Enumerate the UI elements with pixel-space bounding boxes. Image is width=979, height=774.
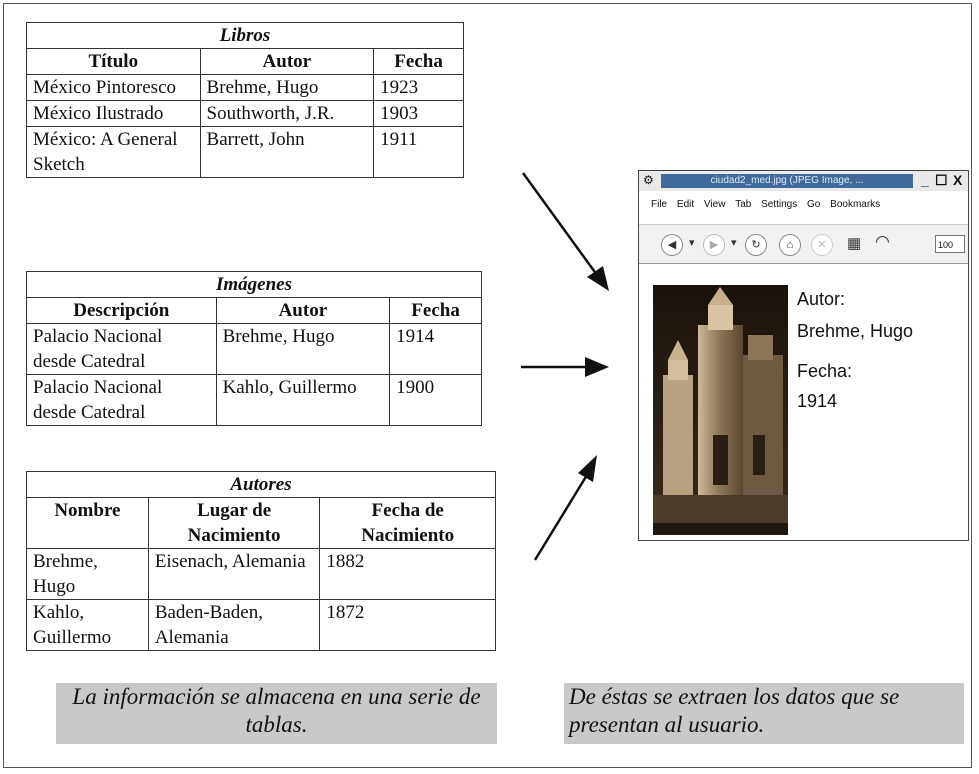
table-title: Autores — [26, 471, 496, 498]
forward-dropdown-icon[interactable]: ▾ — [731, 237, 737, 249]
table-imagenes: Imágenes Descripción Autor Fecha Palacio… — [26, 271, 482, 426]
menu-bar: File Edit View Tab Settings Go Bookmarks — [639, 195, 968, 215]
caption-left: La información se almacena en una serie … — [56, 683, 497, 744]
table-cell: Palacio Nacional desde Catedral — [26, 374, 217, 426]
table-row: México Pintoresco Brehme, Hugo 1923 — [26, 74, 464, 101]
zoom-tool-icon[interactable]: ◠ — [875, 232, 890, 251]
back-dropdown-icon[interactable]: ▾ — [689, 237, 695, 249]
table-cell: Brehme, Hugo — [199, 74, 375, 101]
toolbar: ◀ ▾ ▶ ▾ ↻ ⌂ ✕ ▦ ◠ 100 — [639, 224, 968, 264]
column-header: Descripción — [26, 297, 217, 324]
menu-edit[interactable]: Edit — [676, 199, 695, 210]
column-header: Fecha — [389, 297, 482, 324]
column-header: Nombre — [26, 497, 149, 549]
table-row: Palacio Nacional desde Catedral Brehme, … — [26, 323, 482, 375]
table-cell: Palacio Nacional desde Catedral — [26, 323, 217, 375]
maximize-icon[interactable]: ☐ — [935, 172, 948, 188]
browser-window: ⚙ ciudad2_med.jpg (JPEG Image, ... _ ☐ X… — [638, 170, 969, 541]
cathedral-photo — [653, 285, 788, 535]
table-cell: Brehme, Hugo — [215, 323, 391, 375]
back-icon[interactable]: ◀ — [661, 234, 683, 256]
table-row: México: A General Sketch Barrett, John 1… — [26, 126, 464, 178]
table-row: Brehme, Hugo Eisenach, Alemania 1882 — [26, 548, 496, 600]
caption-right: De éstas se extraen los datos que se pre… — [564, 683, 964, 744]
author-label: Autor: — [797, 289, 846, 309]
home-icon[interactable]: ⌂ — [779, 234, 801, 256]
column-header: Autor — [199, 48, 375, 75]
minimize-icon[interactable]: _ — [921, 172, 929, 188]
table-cell: Barrett, John — [199, 126, 375, 178]
menu-settings[interactable]: Settings — [761, 199, 798, 210]
date-value: 1914 — [797, 391, 838, 411]
table-cell: 1872 — [319, 599, 496, 651]
table-cell: México Pintoresco — [26, 74, 201, 101]
forward-icon[interactable]: ▶ — [703, 234, 725, 256]
table-cell: 1914 — [389, 323, 482, 375]
print-icon[interactable]: ▦ — [847, 235, 862, 252]
window-titlebar: ⚙ ciudad2_med.jpg (JPEG Image, ... _ ☐ X — [639, 171, 968, 191]
table-cell: 1882 — [319, 548, 496, 600]
table-cell: México Ilustrado — [26, 100, 201, 127]
table-row: Palacio Nacional desde Catedral Kahlo, G… — [26, 374, 482, 426]
menu-file[interactable]: File — [651, 199, 668, 210]
table-cell: 1900 — [389, 374, 482, 426]
stop-icon[interactable]: ✕ — [811, 234, 833, 256]
column-header: Autor — [215, 297, 391, 324]
column-header: Lugar de Nacimiento — [147, 497, 321, 549]
app-icon: ⚙ — [643, 173, 654, 187]
zoom-input[interactable]: 100 — [935, 235, 965, 253]
window-title: ciudad2_med.jpg (JPEG Image, ... — [661, 174, 913, 188]
table-cell: Brehme, Hugo — [26, 548, 149, 600]
reload-icon[interactable]: ↻ — [745, 234, 767, 256]
table-title: Libros — [26, 22, 464, 49]
table-cell: 1903 — [373, 100, 464, 127]
column-header: Fecha de Nacimiento — [319, 497, 496, 549]
menu-view[interactable]: View — [703, 199, 726, 210]
table-cell: Southworth, J.R. — [199, 100, 375, 127]
table-title: Imágenes — [26, 271, 482, 298]
table-libros: Libros Título Autor Fecha México Pintore… — [26, 22, 464, 178]
column-header: Fecha — [373, 48, 464, 75]
table-cutoff — [20, 652, 510, 664]
diagram-frame — [3, 3, 972, 768]
menu-go[interactable]: Go — [807, 199, 821, 210]
table-row: México Ilustrado Southworth, J.R. 1903 — [26, 100, 464, 127]
menu-bookmarks[interactable]: Bookmarks — [830, 199, 881, 210]
table-cell: 1923 — [373, 74, 464, 101]
close-icon[interactable]: X — [953, 172, 963, 188]
date-label: Fecha: — [797, 361, 853, 381]
table-cell: Baden-Baden, Alemania — [147, 599, 321, 651]
table-row: Kahlo, Guillermo Baden-Baden, Alemania 1… — [26, 599, 496, 651]
column-header: Título — [26, 48, 201, 75]
table-cell: Kahlo, Guillermo — [215, 374, 391, 426]
menu-tab[interactable]: Tab — [735, 199, 752, 210]
table-cell: Kahlo, Guillermo — [26, 599, 149, 651]
arrow-up-right-icon — [533, 455, 597, 561]
author-value: Brehme, Hugo — [797, 321, 914, 341]
table-cell: Eisenach, Alemania — [147, 548, 321, 600]
arrow-down-right-icon — [521, 172, 609, 291]
arrow-right-icon — [521, 357, 609, 377]
table-cell: 1911 — [373, 126, 464, 178]
table-autores: Autores Nombre Lugar de Nacimiento Fecha… — [26, 471, 496, 651]
table-cell: México: A General Sketch — [26, 126, 201, 178]
